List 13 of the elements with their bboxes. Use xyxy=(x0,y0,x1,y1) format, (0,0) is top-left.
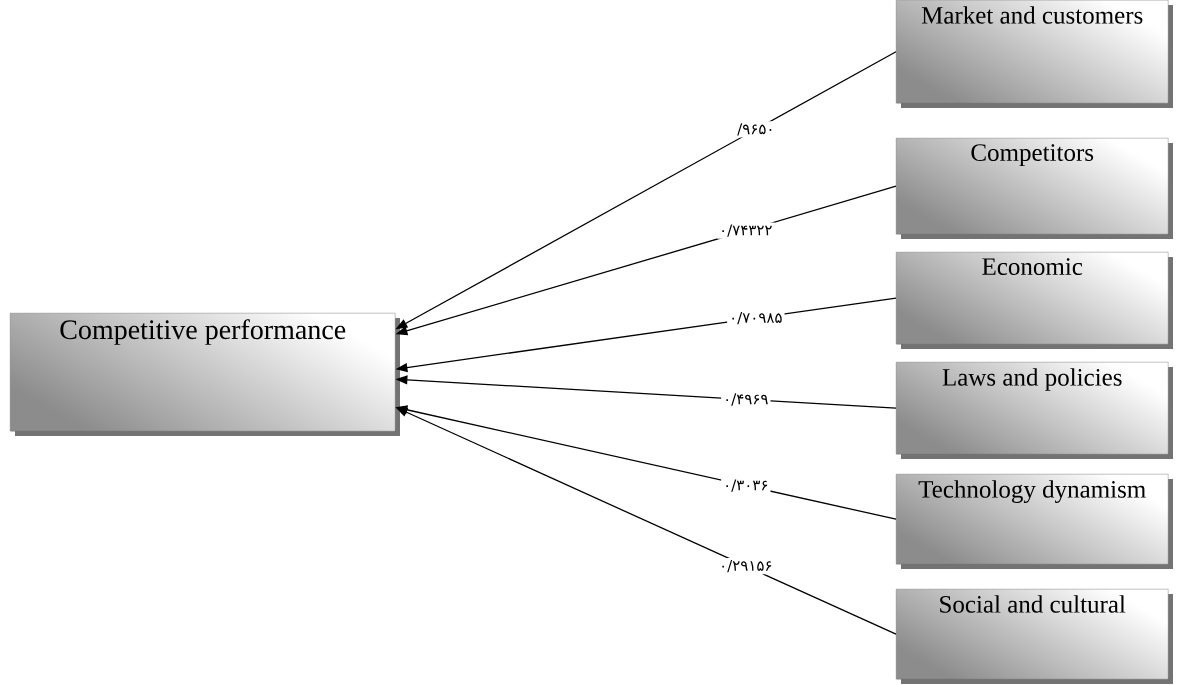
edge-label: ۰/۴۹۶۹ xyxy=(726,393,768,406)
edge-label: ۰/۳۰۳۶ xyxy=(726,479,768,492)
shaded-box: Economic xyxy=(896,252,1173,349)
shaded-box: Social and cultural xyxy=(896,589,1173,684)
edge-label: ۰/۷۴۳۲۲ xyxy=(722,224,772,237)
edge-label: ۰/۲۹۱۵۶ xyxy=(722,559,772,573)
shaded-box: Competitors xyxy=(896,138,1173,239)
edge-label: ۰/۷۰۹۸۵ xyxy=(732,311,782,325)
shaded-box: Market and customers xyxy=(896,0,1173,108)
shaded-box: Laws and policies xyxy=(896,362,1173,459)
shaded-box: Technology dynamism xyxy=(896,474,1173,569)
shaded-box: Competitive performance xyxy=(10,313,400,436)
edge-label: /۹۶۵۰ xyxy=(737,123,772,136)
